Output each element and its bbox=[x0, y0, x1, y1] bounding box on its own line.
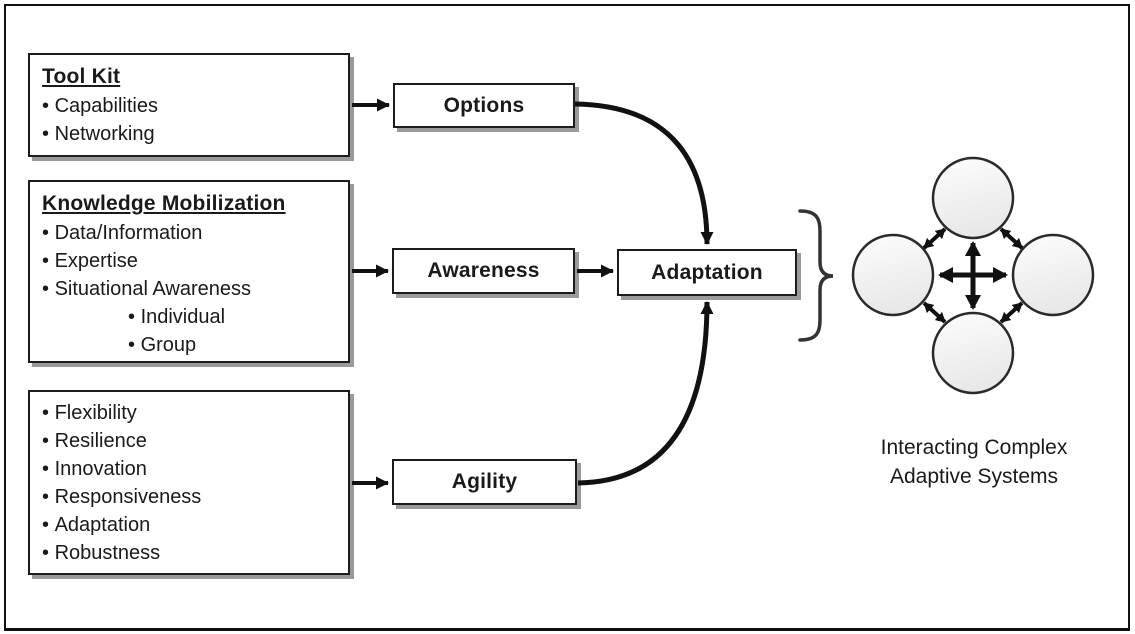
knowledge-mobilization-title: Knowledge Mobilization bbox=[42, 192, 286, 215]
knowledge-sub-item: Individual bbox=[128, 303, 336, 331]
toolkit-box: Tool Kit Capabilities Networking bbox=[28, 53, 350, 157]
agility-label: Agility bbox=[451, 470, 518, 493]
attributes-box: Flexibility Resilience Innovation Respon… bbox=[28, 390, 350, 575]
double-arrow-top-left-icon bbox=[922, 227, 947, 250]
awareness-label: Awareness bbox=[427, 259, 540, 282]
attribute-item: Adaptation bbox=[42, 511, 336, 539]
attribute-item: Resilience bbox=[42, 427, 336, 455]
arrow-agility-to-adaptation-icon bbox=[577, 301, 714, 486]
knowledge-item: Data/Information bbox=[42, 219, 336, 247]
attribute-item: Flexibility bbox=[42, 399, 336, 427]
attribute-item: Responsiveness bbox=[42, 483, 336, 511]
cas-circle-right bbox=[1011, 233, 1095, 317]
double-arrow-top-right-icon bbox=[999, 227, 1024, 250]
options-label: Options bbox=[443, 93, 525, 117]
options-box: Options bbox=[393, 83, 575, 128]
knowledge-item: Expertise bbox=[42, 247, 336, 275]
toolkit-item: Capabilities bbox=[42, 92, 336, 120]
knowledge-sub-item: Group bbox=[128, 331, 336, 359]
right-brace-icon bbox=[798, 209, 834, 342]
toolkit-item: Networking bbox=[42, 120, 336, 148]
caption-line1: Interacting Complex bbox=[880, 436, 1068, 459]
double-arrow-bottom-left-icon bbox=[922, 301, 947, 324]
cas-cluster bbox=[851, 156, 1095, 395]
adaptation-box: Adaptation bbox=[617, 249, 797, 296]
double-arrow-bottom-right-icon bbox=[999, 301, 1024, 324]
adaptation-label: Adaptation bbox=[651, 260, 763, 284]
knowledge-item: Situational Awareness bbox=[42, 275, 336, 303]
cas-circle-left bbox=[851, 233, 935, 317]
caption-line2: Adaptive Systems bbox=[889, 465, 1059, 488]
toolkit-title: Tool Kit bbox=[42, 65, 121, 88]
knowledge-mobilization-box: Knowledge Mobilization Data/Information … bbox=[28, 180, 350, 363]
cas-circle-bottom bbox=[931, 311, 1015, 395]
awareness-box: Awareness bbox=[392, 248, 575, 294]
attribute-item: Robustness bbox=[42, 539, 336, 567]
caption-interacting-complex-adaptive-systems: Interacting Complex Adaptive Systems bbox=[848, 433, 1100, 491]
cas-circle-top bbox=[931, 156, 1015, 240]
attribute-item: Innovation bbox=[42, 455, 336, 483]
arrow-options-to-adaptation-icon bbox=[574, 101, 714, 245]
agility-box: Agility bbox=[392, 459, 577, 505]
